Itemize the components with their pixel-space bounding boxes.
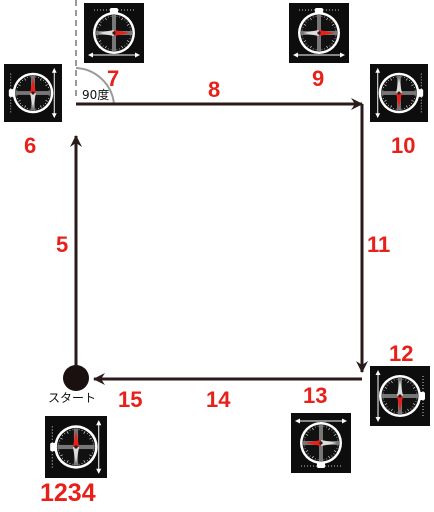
step-label-11: 11 (367, 232, 391, 257)
start-label: スタート (48, 391, 97, 405)
step-label-9: 9 (312, 66, 325, 91)
compass-graphic (370, 64, 428, 122)
angle-arc (75, 67, 115, 105)
compass-graphic (291, 413, 351, 473)
compass-icon-10 (370, 64, 428, 122)
angle-label: 90度 (82, 88, 110, 102)
compass-icon-7 (84, 3, 144, 63)
compass-graphic (84, 3, 144, 63)
compass-icon-13 (291, 413, 351, 473)
step-label-8: 8 (208, 77, 221, 102)
step-label-1234: 1234 (40, 479, 96, 507)
step-label-5: 5 (56, 232, 69, 257)
compass-icon-start (45, 416, 107, 478)
compass-graphic (289, 3, 349, 63)
step-label-12: 12 (389, 341, 414, 366)
compass-graphic (45, 416, 107, 478)
compass-icon-9 (289, 3, 349, 63)
compass-graphic (370, 366, 430, 426)
start-point (63, 365, 89, 391)
compass-icon-12 (370, 366, 430, 426)
step-label-14: 14 (206, 387, 231, 412)
compass-graphic (4, 64, 62, 122)
step-label-10: 10 (391, 133, 416, 158)
step-label-7: 7 (107, 66, 120, 91)
step-label-15: 15 (118, 387, 143, 412)
step-label-13: 13 (303, 383, 328, 408)
step-label-6: 6 (24, 133, 37, 158)
compass-icon-6 (4, 64, 62, 122)
